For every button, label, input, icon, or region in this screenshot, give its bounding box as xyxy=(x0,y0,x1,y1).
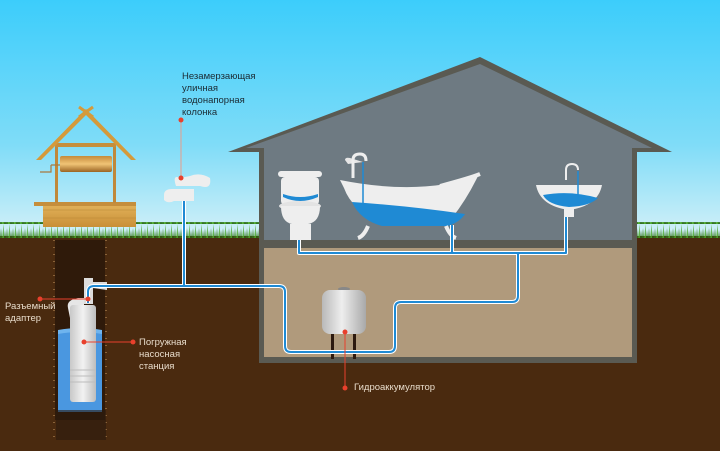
sink xyxy=(536,162,602,217)
toilet xyxy=(278,171,322,240)
callout-dot-pump xyxy=(81,339,87,345)
callout-dot-accumulator xyxy=(342,329,348,335)
street-water-column xyxy=(164,174,211,203)
callout-dot-accumulator-end xyxy=(342,385,348,391)
callout-dot-column xyxy=(178,117,184,123)
pipes xyxy=(86,201,568,354)
callouts xyxy=(37,117,348,391)
callout-dot-adapter-end xyxy=(85,296,91,302)
callout-dot-adapter xyxy=(37,296,43,302)
well-house xyxy=(34,105,136,227)
bathtub xyxy=(340,152,481,240)
label-pump-station: Погружная насосная станция xyxy=(139,337,187,372)
label-accumulator: Гидроаккумулятор xyxy=(354,382,436,393)
callout-dot-pump-end xyxy=(130,339,136,345)
label-adapter: Разъемный адаптер xyxy=(5,301,56,324)
label-street-column: Незамерзающая уличная водонапорная колон… xyxy=(182,71,256,118)
callout-dot-column-end xyxy=(178,175,184,181)
hydro-accumulator xyxy=(322,287,366,359)
